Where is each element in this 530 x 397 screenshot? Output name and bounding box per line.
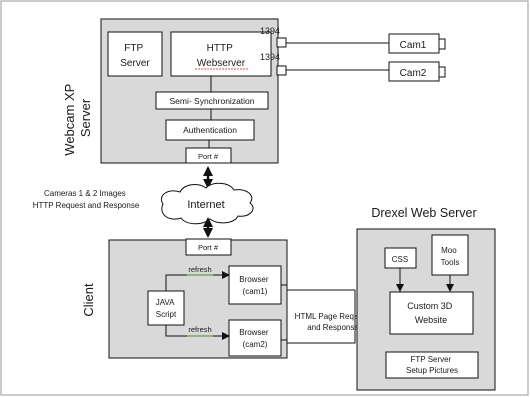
ftp-server-label: FTP Server — [120, 43, 150, 69]
server-port-label: Port # — [198, 152, 219, 161]
browser-cam1-label: Browser (cam1) — [239, 275, 271, 296]
internet-note: Cameras 1 & 2 Images HTTP Request and Re… — [33, 189, 140, 210]
client-title: Client — [81, 283, 96, 317]
java-script-label: JAVA Script — [156, 298, 177, 319]
ftp-server-box — [107, 31, 163, 77]
browser-cam2-label: Browser (cam2) — [239, 328, 271, 349]
html-request-label: HTML Page Request and Response — [295, 312, 372, 332]
css-label: CSS — [392, 255, 408, 264]
ftp-setup-box — [385, 351, 479, 379]
authentication-box — [165, 119, 255, 141]
client-port-box — [185, 238, 232, 256]
drexel-title: Drexel Web Server — [371, 206, 476, 220]
semi-sync-box — [155, 91, 269, 110]
client-port-label: Port # — [198, 243, 219, 252]
server-port-box — [185, 147, 232, 164]
browser-cam1-box — [228, 265, 282, 305]
internet-cloud — [161, 182, 254, 225]
cam2-label: Cam2 — [400, 68, 427, 79]
custom-website-box — [389, 291, 474, 335]
port-1394-a — [276, 37, 287, 48]
authentication-label: Authentication — [183, 125, 237, 135]
internet-label: Internet — [187, 199, 224, 211]
java-script-box — [147, 290, 185, 326]
cam2-lens — [438, 66, 446, 78]
port-1394-a-label: 1394 — [260, 26, 280, 36]
mootools-box — [431, 234, 469, 276]
custom-website-label: Custom 3D Website — [407, 301, 455, 325]
port-1394-b — [276, 65, 287, 76]
cam1-label: Cam1 — [400, 40, 427, 51]
cam1-lens — [438, 38, 446, 50]
refresh-cam1-label: refresh — [188, 265, 211, 274]
semi-sync-label: Semi- Synchronization — [169, 96, 254, 106]
ftp-setup-label: FTP Server Setup Pictures — [406, 355, 458, 375]
http-webserver-label: HTTP Webserver — [197, 43, 246, 69]
html-request-box — [286, 289, 356, 344]
mootools-label: Moo Tools — [441, 246, 460, 267]
refresh-cam2-label: refresh — [188, 325, 211, 334]
port-1394-b-label: 1394 — [260, 52, 280, 62]
browser-cam2-box — [228, 319, 282, 357]
server-title: Webcam XP Server — [62, 80, 93, 155]
